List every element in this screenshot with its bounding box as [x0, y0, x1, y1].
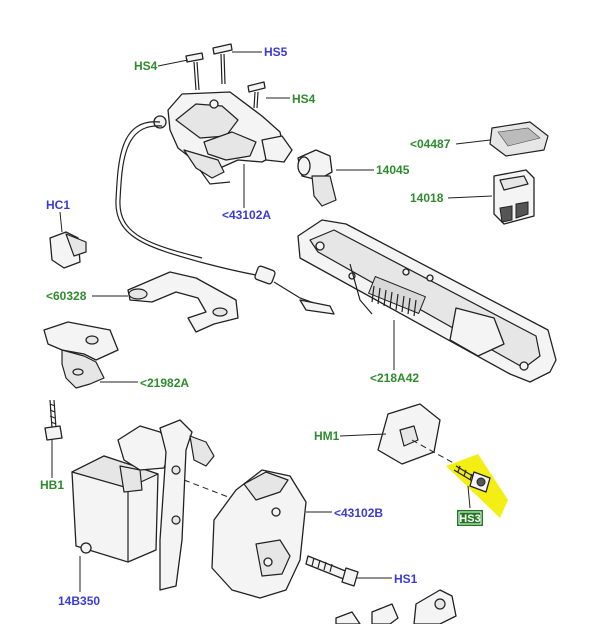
latch-assembly-43102a[interactable] [153, 91, 293, 185]
label-14018: 14018 [410, 191, 444, 205]
clip-hc1[interactable] [49, 231, 87, 269]
sensor-14045[interactable] [297, 149, 337, 207]
screw-hs4-left[interactable] [185, 52, 204, 91]
label-hc1: HC1 [46, 198, 70, 212]
label-hs4-top: HS4 [134, 59, 158, 73]
motor-14b350[interactable] [71, 425, 173, 563]
label-14045: 14045 [376, 163, 410, 177]
release-cable [115, 121, 263, 277]
pad-04487[interactable] [489, 121, 549, 157]
screw-hs5[interactable] [212, 43, 233, 85]
partial-bracket-bottom [335, 589, 457, 624]
switch-14018[interactable] [493, 169, 535, 225]
label-04487: <04487 [410, 137, 451, 151]
label-60328: <60328 [46, 289, 87, 303]
label-43102a: <43102A [222, 208, 271, 222]
clip-hm1[interactable] [377, 403, 441, 465]
label-hs4-right: HS4 [292, 92, 316, 106]
badge-hs[interactable]: HS3 [457, 510, 483, 526]
label-43102b: <43102B [334, 506, 383, 520]
bolt-hb1[interactable] [44, 399, 63, 441]
screw-highlighted[interactable] [453, 465, 491, 493]
screw-hs4-right[interactable] [247, 81, 266, 109]
latch-43102b[interactable] [211, 469, 307, 599]
label-21982a: <21982A [140, 376, 189, 390]
label-hm1: HM1 [314, 429, 340, 443]
lever-bracket [159, 419, 215, 591]
bracket-60328[interactable] [127, 271, 239, 333]
label-hs5: HS5 [264, 45, 288, 59]
cable-end-fitting [254, 265, 335, 315]
label-14b350: 14B350 [58, 594, 100, 608]
striker-21982a[interactable] [43, 321, 119, 389]
label-hs1: HS1 [394, 572, 418, 586]
actuator-housing-218a42[interactable] [297, 219, 557, 383]
label-hb1: HB1 [40, 478, 64, 492]
bolt-hs1[interactable] [305, 555, 359, 587]
label-hs-badge: HS3 [459, 513, 480, 525]
label-218a42: <218A42 [370, 371, 419, 385]
worm-gear [367, 275, 427, 317]
